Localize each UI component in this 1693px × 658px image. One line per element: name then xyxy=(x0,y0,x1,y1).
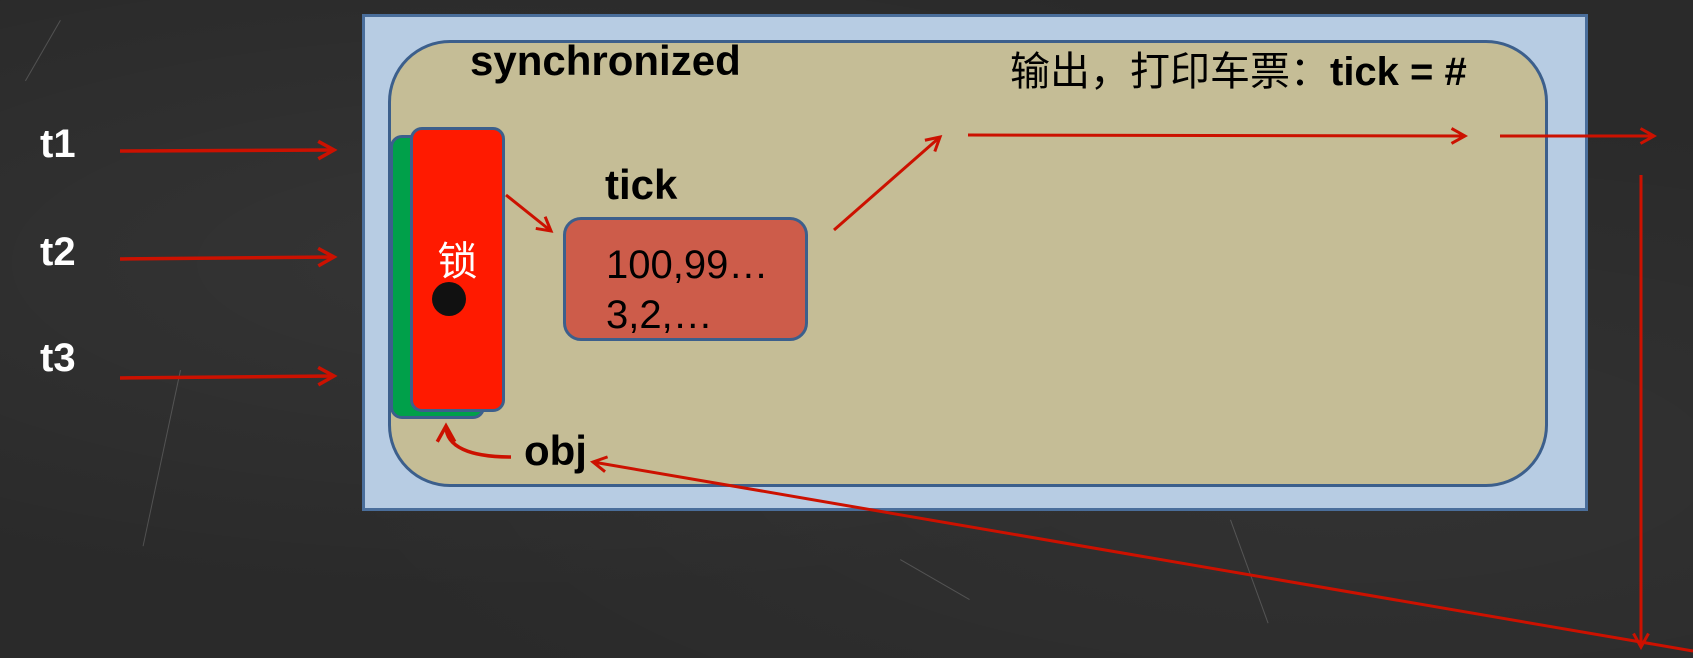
chalk-scratch xyxy=(25,20,61,82)
tick-title: tick xyxy=(605,161,678,208)
lock-label: 锁 xyxy=(437,239,478,285)
output-statement-expression: tick = # xyxy=(1330,50,1467,94)
thread-label-t1: t1 xyxy=(40,122,76,166)
obj-label: obj xyxy=(524,427,587,474)
tick-values-line1: 100,99… xyxy=(606,243,769,287)
lock-block xyxy=(410,127,505,412)
cursor-highlight-icon xyxy=(432,282,466,316)
output-statement-prefix: 输出，打印车票： xyxy=(1010,50,1330,94)
thread-label-t3: t3 xyxy=(40,336,76,380)
chalk-scratch xyxy=(1230,519,1269,624)
chalk-scratch xyxy=(900,559,970,600)
thread-label-t2: t2 xyxy=(40,230,76,274)
chalk-scratch xyxy=(142,370,181,547)
tick-values-line2: 3,2,… xyxy=(606,293,713,337)
synchronized-block xyxy=(388,40,1548,487)
synchronized-title: synchronized xyxy=(470,37,741,84)
output-statement: 输出，打印车票：tick = # xyxy=(1010,50,1467,94)
tick-value-box xyxy=(563,217,808,341)
